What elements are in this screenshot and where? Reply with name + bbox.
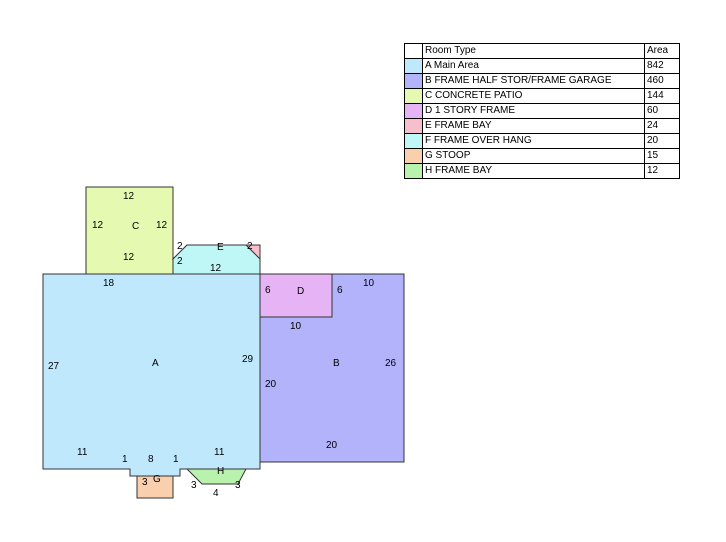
dim-label: 12	[210, 263, 222, 274]
dim-label: 10	[363, 278, 375, 289]
dim-label: 1	[173, 454, 179, 465]
legend-room-name: D 1 STORY FRAME	[422, 103, 645, 119]
dim-label: 8	[148, 454, 154, 465]
dim-label: 29	[242, 354, 254, 365]
dim-label: 3	[142, 477, 148, 488]
legend-header-row: Room Type Area	[404, 43, 680, 59]
room-h-shape	[185, 468, 247, 485]
legend-color-swatch	[404, 58, 423, 74]
legend-room-area: 144	[644, 88, 680, 104]
legend-color-swatch	[404, 133, 423, 149]
legend-room-name: B FRAME HALF STOR/FRAME GARAGE	[422, 73, 645, 89]
dim-label: 12	[156, 220, 168, 231]
dim-label: 3	[191, 480, 197, 491]
legend-color-swatch	[404, 163, 423, 179]
room-h-label: H	[217, 466, 224, 477]
legend-color-swatch	[404, 88, 423, 104]
room-c-label: C	[132, 221, 139, 232]
dim-label: 2	[177, 256, 183, 267]
legend-room-area: 12	[644, 163, 680, 179]
legend-color-swatch	[404, 73, 423, 89]
dim-label: 20	[265, 379, 277, 390]
dim-label: 11	[77, 447, 88, 458]
dim-label: 12	[123, 252, 135, 263]
dim-label: 4	[213, 488, 219, 499]
legend-room-name: C CONCRETE PATIO	[422, 88, 645, 104]
room-g-shape	[136, 475, 174, 499]
legend-room-area: 460	[644, 73, 680, 89]
legend-room-name: F FRAME OVER HANG	[422, 133, 645, 149]
legend-header-room-type: Room Type	[422, 43, 645, 59]
legend-swatch-header	[404, 43, 423, 59]
legend-color-swatch	[404, 118, 423, 134]
legend-room-name: G STOOP	[422, 148, 645, 164]
dim-label: 12	[123, 191, 135, 202]
legend-room-area: 24	[644, 118, 680, 134]
room-d-shape	[259, 273, 333, 318]
dim-label: 10	[290, 321, 302, 332]
legend-room-name: H FRAME BAY	[422, 163, 645, 179]
dim-label: 11	[214, 447, 225, 458]
room-a-label: A	[152, 358, 159, 369]
room-b-label: B	[333, 358, 340, 369]
room-d-label: D	[297, 286, 304, 297]
dim-label: 6	[265, 285, 271, 296]
dim-label: 12	[92, 220, 104, 231]
legend-color-swatch	[404, 148, 423, 164]
room-a-shape	[42, 273, 261, 477]
dim-label: 3	[235, 480, 241, 491]
dim-label: 20	[326, 440, 338, 451]
legend-room-area: 20	[644, 133, 680, 149]
dim-label: 2	[177, 241, 183, 252]
dim-label: 2	[247, 241, 253, 252]
legend-color-swatch	[404, 103, 423, 119]
dim-label: 27	[48, 361, 60, 372]
room-e-label: E	[217, 242, 224, 253]
dim-label: 26	[385, 358, 397, 369]
legend-room-area: 15	[644, 148, 680, 164]
room-g-label: G	[153, 474, 161, 485]
dim-label: 18	[103, 278, 115, 289]
legend-room-name: E FRAME BAY	[422, 118, 645, 134]
legend-room-area: 60	[644, 103, 680, 119]
legend-room-area: 842	[644, 58, 680, 74]
legend-room-name: A Main Area	[422, 58, 645, 74]
dim-label: 1	[122, 454, 128, 465]
legend-header-area: Area	[644, 43, 680, 59]
dim-label: 6	[337, 285, 343, 296]
